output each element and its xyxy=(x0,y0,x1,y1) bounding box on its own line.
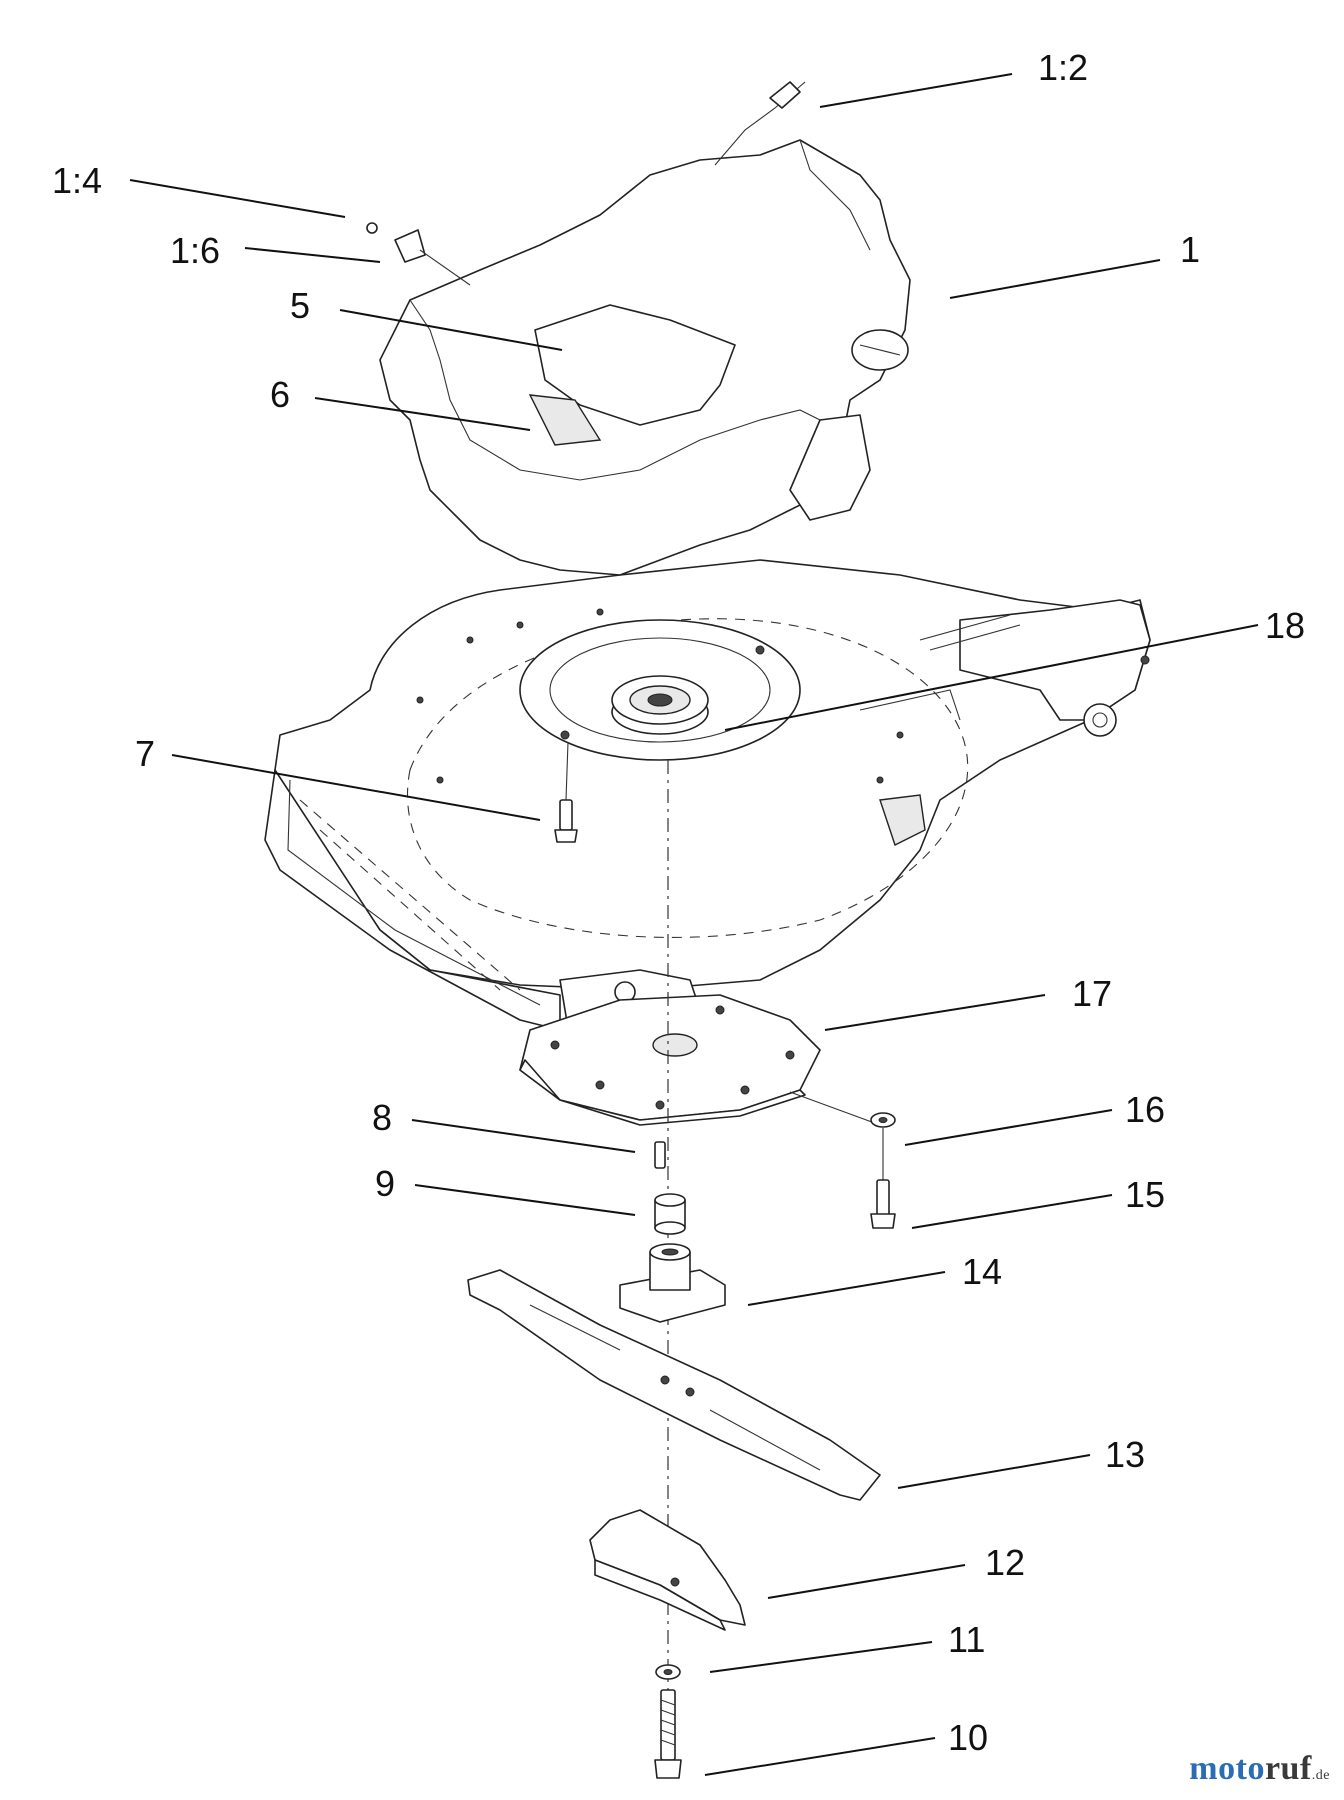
blade-bolt xyxy=(654,1689,682,1779)
callout-9: 9 xyxy=(375,1163,395,1204)
pulley-plate xyxy=(519,619,801,761)
callout-7: 7 xyxy=(135,733,155,774)
callout-1-4: 1:4 xyxy=(52,160,102,201)
leader-8 xyxy=(411,1119,636,1153)
callout-1-6: 1:6 xyxy=(170,230,220,271)
callout-17: 17 xyxy=(1072,973,1112,1014)
callout-16: 16 xyxy=(1125,1089,1165,1130)
washer-11 xyxy=(655,1664,681,1680)
leader-15 xyxy=(911,1194,1113,1229)
leader-14 xyxy=(747,1271,946,1306)
leader-12 xyxy=(767,1564,966,1599)
callout-13: 13 xyxy=(1105,1434,1145,1475)
leader-9 xyxy=(414,1184,636,1216)
mulching-blade xyxy=(589,1509,746,1631)
lower-baffle-plate xyxy=(519,994,821,1126)
leader-13 xyxy=(897,1454,1091,1489)
callout-1: 1 xyxy=(1180,229,1200,270)
leader-1-4 xyxy=(129,179,346,218)
leader-10 xyxy=(704,1737,936,1776)
leader-1 xyxy=(949,259,1161,299)
leader-11 xyxy=(709,1641,933,1673)
watermark-part1: moto xyxy=(1189,1750,1265,1787)
leader-6 xyxy=(314,397,531,431)
woodruff-key xyxy=(654,1141,666,1169)
leader-lines xyxy=(129,73,1259,1776)
mower-blade xyxy=(467,1269,881,1501)
motoruf-watermark: motoruf.de xyxy=(1189,1750,1330,1788)
watermark-tld: .de xyxy=(1311,1768,1330,1783)
leader-1-2 xyxy=(819,73,1013,108)
deck-bolt xyxy=(554,741,578,843)
callout-15: 15 xyxy=(1125,1174,1165,1215)
leader-17 xyxy=(824,994,1046,1031)
callout-1-2: 1:2 xyxy=(1038,47,1088,88)
leader-1-6 xyxy=(244,247,381,263)
engine-assembly xyxy=(366,81,911,576)
leader-16 xyxy=(904,1109,1113,1146)
callout-10: 10 xyxy=(948,1717,988,1758)
callout-12: 12 xyxy=(985,1542,1025,1583)
spacer xyxy=(654,1193,686,1235)
callout-labels: 1:2 1:4 1:6 1 5 6 18 7 17 8 16 9 15 14 1… xyxy=(52,47,1305,1758)
callout-6: 6 xyxy=(270,374,290,415)
callout-14: 14 xyxy=(962,1251,1002,1292)
leader-5 xyxy=(339,309,563,351)
washer-16 xyxy=(789,1091,896,1128)
callout-5: 5 xyxy=(290,285,310,326)
callout-18: 18 xyxy=(1265,605,1305,646)
blade-adapter xyxy=(619,1243,726,1323)
bolt-15 xyxy=(870,1128,896,1229)
callout-11: 11 xyxy=(948,1619,985,1660)
leader-7 xyxy=(171,754,541,821)
leader-18 xyxy=(724,624,1259,731)
watermark-part2: ruf xyxy=(1264,1750,1312,1787)
callout-8: 8 xyxy=(372,1097,392,1138)
